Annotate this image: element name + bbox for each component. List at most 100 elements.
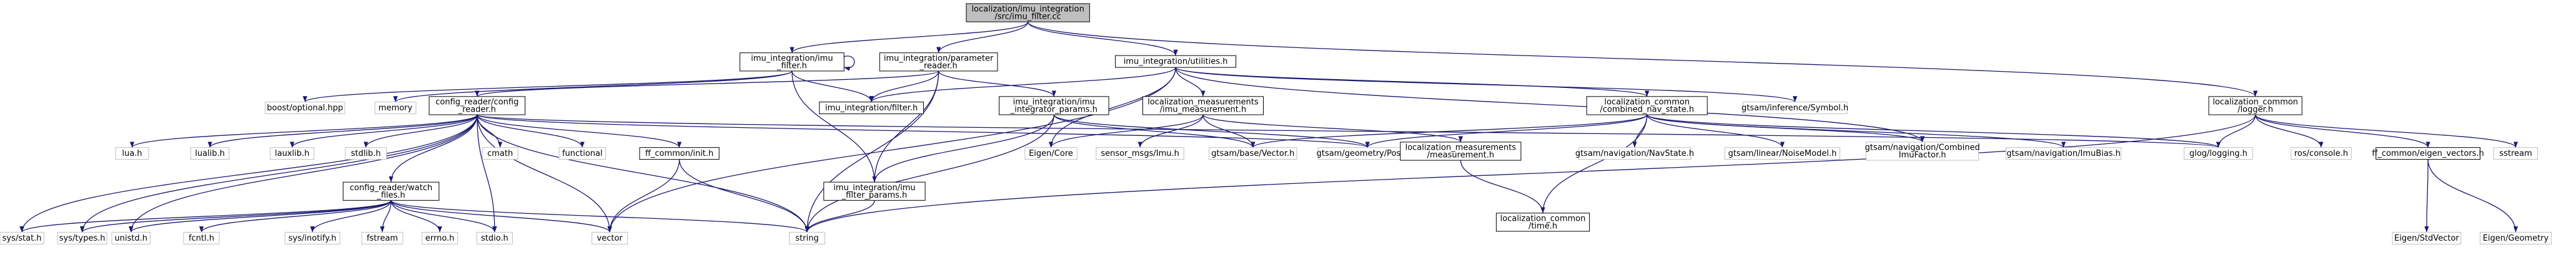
edge-combined_nav_state_h-to-gtsam_imubias xyxy=(1647,114,2066,148)
node-filter-params-h[interactable]: imu_integration/imu_filter_params.h xyxy=(823,181,926,201)
node-measurement-h[interactable]: localization_measurements/measurement.h xyxy=(1400,142,1522,161)
node-string: string xyxy=(789,231,826,244)
node-label: _reader.h xyxy=(458,105,496,114)
node-label: _files.h xyxy=(376,191,405,200)
node-box xyxy=(2184,147,2253,160)
node-label: sys/inotify.h xyxy=(289,234,337,243)
edge-root-to-utilities_h xyxy=(1028,21,1178,56)
node-label: gtsam/inference/Symbol.h xyxy=(1741,103,1848,113)
node-boost-optional: boost/optional.hpp xyxy=(265,102,345,115)
node-imu-filter-h[interactable]: imu_integration/imu_filter.h xyxy=(740,52,845,72)
node-box xyxy=(966,3,1090,22)
node-box xyxy=(2005,147,2122,160)
node-box xyxy=(183,231,220,244)
node-label: imu_integration/imu xyxy=(1013,97,1095,107)
node-config-reader-h[interactable]: config_reader/config_reader.h xyxy=(429,96,526,115)
edge-watch_files_h-to-fstream xyxy=(380,200,392,233)
node-box xyxy=(429,96,526,115)
node-label: sstream xyxy=(2499,149,2532,158)
node-label: gtsam/navigation/NavState.h xyxy=(1575,149,1694,158)
node-label: localization_measurements xyxy=(1405,143,1517,152)
edge-combined_nav_state_h-to-gtsam_vector xyxy=(1251,114,1648,148)
edge-watch_files_h-to-sys_stat xyxy=(19,200,392,233)
node-sensor-msgs-imu: sensor_msgs/Imu.h xyxy=(1096,147,1184,160)
node-integrator-params-h[interactable]: imu_integration/imu_integrator_params.h xyxy=(999,96,1109,115)
node-filter-h[interactable]: imu_integration/filter.h xyxy=(819,102,924,115)
edge-watch_files_h-to-vector xyxy=(390,200,612,233)
node-eigen-vectors-h[interactable]: ff_common/eigen_vectors.h xyxy=(2372,147,2484,160)
node-unistd: unistd.h xyxy=(111,231,151,244)
node-box xyxy=(374,102,417,115)
edge-imu_measurement_h-to-sensor_msgs_imu xyxy=(1137,114,1204,148)
edge-root-to-logger_h xyxy=(1028,21,2258,97)
node-label: lua.h xyxy=(122,149,142,158)
node-parameter-reader-h[interactable]: imu_integration/parameter_reader.h xyxy=(879,52,998,72)
edge-logger_h-to-sstream xyxy=(2255,114,2518,148)
node-box xyxy=(2479,231,2552,244)
edge-eigen_vectors_h-to-eigen_stdvector xyxy=(2424,159,2429,233)
node-eigen-geometry: Eigen/Geometry xyxy=(2479,231,2552,244)
edge-parameter_reader_h-to-integrator_params_h xyxy=(938,70,1056,97)
node-gtsam-navstate: gtsam/navigation/NavState.h xyxy=(1575,147,1694,160)
node-eigen-stdvector: Eigen/StdVector xyxy=(2392,231,2462,244)
node-label: _integrator_params.h xyxy=(1010,105,1097,114)
edge-utilities_h-to-gtsam_symbol xyxy=(1175,67,1797,103)
edge-root-to-parameter_reader_h xyxy=(936,21,1029,53)
node-lualib-h: lualib.h xyxy=(190,147,230,160)
node-combined-nav-state-h[interactable]: localization_common/combined_nav_state.h xyxy=(1586,96,1708,115)
node-logger-h[interactable]: localization_common/logger.h xyxy=(2208,96,2302,115)
node-label: sys/stat.h xyxy=(2,234,42,243)
edge-config_reader_h-to-sys_stat xyxy=(19,115,478,233)
node-glog-logging: glog/logging.h xyxy=(2184,147,2253,160)
node-box xyxy=(1115,55,1237,68)
edge-imu_filter_h-to-memory xyxy=(393,70,793,103)
node-box xyxy=(265,102,345,115)
node-label: glog/logging.h xyxy=(2189,149,2247,158)
node-box xyxy=(1495,213,1590,232)
edge-watch_files_h-to-fcntl xyxy=(199,200,392,233)
node-label: boost/optional.hpp xyxy=(267,103,343,113)
edge-combined_nav_state_h-to-gtsam_pose3 xyxy=(1365,114,1648,148)
node-gtsam-pose3: gtsam/geometry/Pose3.h xyxy=(1317,147,1419,160)
node-lua-h: lua.h xyxy=(115,147,149,160)
node-box xyxy=(345,147,387,160)
node-ff-common-init-h[interactable]: ff_common/init.h xyxy=(639,147,720,160)
node-label: imu_integration/utilities.h xyxy=(1124,57,1228,67)
node-box xyxy=(1578,147,1692,160)
node-time-h[interactable]: localization_common/time.h xyxy=(1495,213,1590,232)
node-eigen-core: Eigen/Core xyxy=(1024,147,1077,160)
edge-filter_params_h-to-string xyxy=(805,200,875,233)
node-label: sys/types.h xyxy=(59,234,106,243)
edge-config_reader_h-to-gtsam_pose3 xyxy=(477,114,1370,148)
edge-config_reader_h-to-lualib_h xyxy=(207,114,478,148)
node-imu-measurement-h[interactable]: localization_measurements/imu_measuremen… xyxy=(1142,96,1264,115)
edge-logger_h-to-eigen_vectors_h xyxy=(2255,114,2430,148)
edge-combined_nav_state_h-to-glog_logging xyxy=(1647,114,2221,148)
node-box xyxy=(1209,147,1297,160)
header-nodes: localization/imu_integration/src/imu_fil… xyxy=(0,3,2552,244)
edge-integrator_params_h-to-gtsam_vector xyxy=(1053,114,1256,148)
edge-config_reader_h-to-functional xyxy=(477,114,585,148)
node-watch-files-h[interactable]: config_reader/watch_files.h xyxy=(342,181,440,201)
edge-measurement_h-to-time_h xyxy=(1460,160,1545,213)
edge-watch_files_h-to-stdio xyxy=(390,200,497,233)
node-gtsam-noisemodel: gtsam/linear/NoiseModel.h xyxy=(1724,147,1841,160)
edge-config_reader_h-to-string xyxy=(477,115,810,233)
node-box xyxy=(1142,96,1264,115)
node-box xyxy=(789,231,826,244)
node-root[interactable]: localization/imu_integration/src/imu_fil… xyxy=(966,3,1090,22)
node-label: errno.h xyxy=(425,234,455,243)
node-label: ImuFactor.h xyxy=(1899,150,1946,160)
edge-combined_nav_state_h-to-time_h xyxy=(1540,115,1648,213)
edge-watch_files_h-to-sys_inotify xyxy=(310,200,392,233)
node-label: vector xyxy=(597,234,623,243)
node-label: Eigen/Core xyxy=(1029,149,1073,158)
edge-config_reader_h-to-stdlib_h xyxy=(364,114,478,148)
node-utilities-h[interactable]: imu_integration/utilities.h xyxy=(1115,55,1237,68)
edge-config_reader_h-to-vector xyxy=(477,115,612,233)
node-label: ros/console.h xyxy=(2294,149,2348,158)
node-box xyxy=(2291,147,2352,160)
node-ros-console: ros/console.h xyxy=(2291,147,2352,160)
edge-config_reader_h-to-unistd xyxy=(129,115,478,233)
